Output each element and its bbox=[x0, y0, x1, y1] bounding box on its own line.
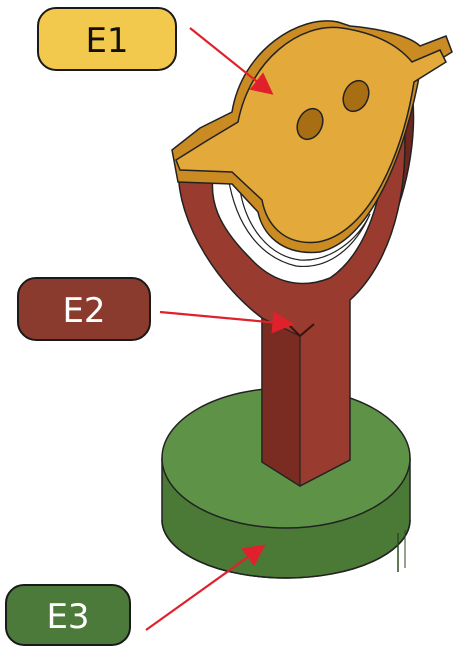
label-e1: E1 bbox=[38, 8, 176, 70]
post-side bbox=[262, 318, 300, 486]
label-e3: E3 bbox=[6, 585, 130, 645]
label-e3-text: E3 bbox=[46, 597, 89, 637]
label-e1-text: E1 bbox=[85, 21, 128, 61]
label-e2-text: E2 bbox=[62, 291, 105, 331]
label-e2: E2 bbox=[18, 278, 150, 340]
